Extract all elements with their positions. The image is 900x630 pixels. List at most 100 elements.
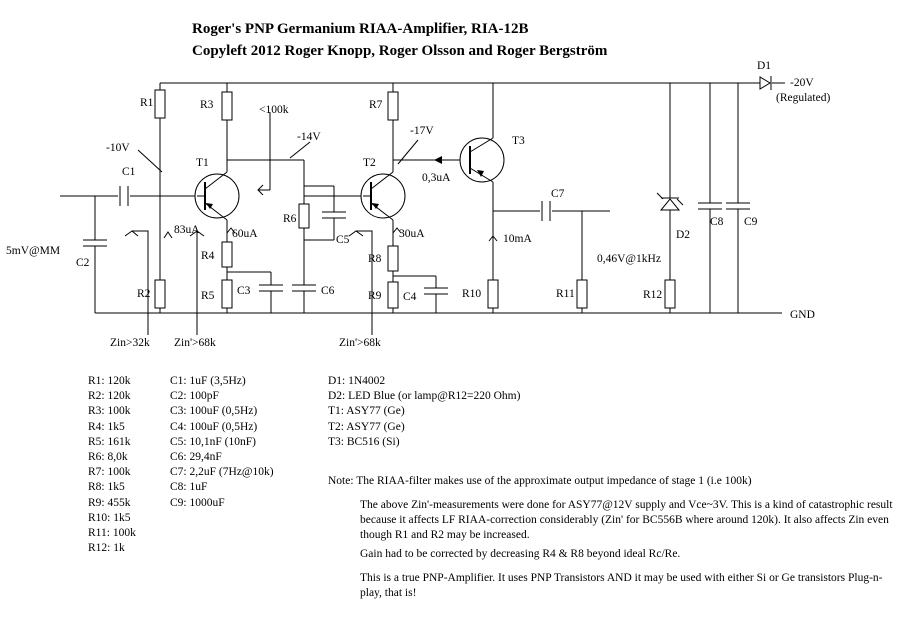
label-r2: R2 [137, 288, 151, 300]
resistor-r6 [298, 203, 310, 229]
label-r6: R6 [283, 213, 297, 225]
transistor-t2 [360, 171, 406, 221]
diode-d1 [759, 76, 772, 90]
label-r10: R10 [462, 288, 481, 300]
list-item: C6: 29,4nF [170, 450, 222, 463]
transistor-t3 [459, 137, 505, 183]
list-item: C4: 100uF (0,5Hz) [170, 420, 258, 433]
zin-arrow-2 [189, 230, 205, 335]
label-c2: C2 [76, 257, 90, 269]
note-paragraph-2: Gain had to be corrected by decreasing R… [360, 548, 681, 560]
capacitor-c1 [119, 186, 129, 206]
capacitor-list: C1: 1uF (3,5Hz) C2: 100pF C3: 100uF (0,5… [170, 374, 274, 511]
label-c3: C3 [237, 285, 251, 297]
list-item: R8: 1k5 [88, 481, 125, 494]
resistor-r1 [154, 89, 166, 119]
label-r8: R8 [368, 253, 382, 265]
list-item: R3: 100k [88, 405, 131, 418]
marker-10v [137, 149, 163, 173]
list-item: D1: 1N4002 [328, 375, 386, 387]
label-i30: 30uA [399, 228, 425, 240]
marker-14v [289, 141, 311, 159]
capacitor-c2 [83, 196, 107, 313]
arrow-83ua [163, 231, 173, 239]
label-d2: D2 [676, 229, 690, 241]
resistor-r5 [221, 279, 233, 309]
label-r5: R5 [201, 290, 215, 302]
list-item: C1: 1uF (3,5Hz) [170, 375, 246, 387]
list-item: R4: 1k5 [88, 420, 125, 433]
label-c1: C1 [122, 166, 136, 178]
label-c5: C5 [336, 234, 350, 246]
label-r4: R4 [201, 250, 215, 262]
capacitor-c8 [698, 83, 722, 313]
zin-arrow-3 [348, 230, 373, 335]
label-c7: C7 [551, 188, 565, 200]
list-item: R1: 120k [88, 375, 131, 387]
marker-17v [397, 139, 419, 165]
label-v14: -14V [297, 131, 321, 143]
note-paragraph-1: The above Zin'-measurements were done fo… [360, 499, 893, 542]
list-item: C9: 1000uF [170, 496, 225, 509]
label-c4: C4 [403, 291, 417, 303]
list-item: C7: 2,2uF (7Hz@10k) [170, 466, 274, 479]
label-r3: R3 [200, 99, 214, 111]
label-r9: R9 [368, 290, 382, 302]
title-line-2: Copyleft 2012 Roger Knopp, Roger Olsson … [192, 43, 608, 59]
label-r11: R11 [556, 288, 575, 300]
resistor-r9 [387, 281, 399, 309]
label-lt100k: <100k [259, 104, 289, 116]
list-item: C2: 100pF [170, 390, 219, 403]
list-item: R12: 1k [88, 542, 125, 555]
list-item: T2: ASY77 (Ge) [328, 420, 405, 433]
list-item: R7: 100k [88, 466, 131, 479]
arrow-60ua [226, 227, 236, 234]
label-r1: R1 [140, 97, 154, 109]
label-d1: D1 [757, 60, 771, 72]
note-main: Note: The RIAA-filter makes use of the a… [328, 475, 752, 487]
label-r12: R12 [643, 289, 662, 301]
label-zin1: Zin>32k [110, 337, 150, 349]
list-item: T1: ASY77 (Ge) [328, 405, 405, 418]
list-item: R9: 455k [88, 496, 131, 509]
transistor-t1 [194, 171, 240, 221]
capacitor-c3 [227, 271, 283, 313]
list-item: R11: 100k [88, 526, 136, 539]
capacitor-c9 [726, 83, 750, 313]
label-t1: T1 [196, 157, 209, 169]
capacitor-c7 [541, 201, 551, 221]
list-item: R2: 120k [88, 390, 131, 403]
arrow-10ma [488, 235, 498, 242]
label-i83: 83uA [174, 224, 200, 236]
arrow-base-current [434, 156, 442, 164]
list-item: R6: 8,0k [88, 450, 128, 463]
arrow-30ua [392, 227, 402, 234]
note-paragraph-3: This is a true PNP-Amplifier. It uses PN… [360, 572, 883, 600]
label-r7: R7 [369, 99, 383, 111]
label-c6: C6 [321, 285, 335, 297]
label-zin2: Zin'>68k [174, 337, 216, 349]
title-line-1: Roger's PNP Germanium RIAA-Amplifier, RI… [192, 21, 529, 37]
list-item: R10: 1k5 [88, 511, 131, 524]
label-v10: -10V [106, 142, 130, 154]
resistor-r8 [387, 245, 399, 272]
list-item: C8: 1uF [170, 481, 208, 494]
label-gnd: GND [790, 309, 815, 321]
semiconductor-list: D1: 1N4002 D2: LED Blue (or lamp@R12=220… [328, 374, 520, 450]
resistor-r4 [221, 241, 233, 268]
label-i60: 60uA [232, 228, 258, 240]
label-output: 0,46V@1kHz [597, 253, 661, 265]
arrow-lt100k [257, 112, 271, 196]
zin-arrow-1 [124, 230, 149, 335]
resistor-r3 [221, 91, 233, 121]
label-t2: T2 [363, 157, 376, 169]
resistor-list: R1: 120k R2: 120k R3: 100k R4: 1k5 R5: 1… [88, 374, 136, 556]
capacitor-c5 [304, 185, 346, 241]
capacitor-c6 [292, 284, 316, 313]
label-c8: C8 [710, 216, 724, 228]
resistor-r7 [387, 91, 399, 121]
list-item: R5: 161k [88, 435, 131, 448]
resistor-r10 [487, 279, 499, 309]
resistor-r11 [576, 279, 588, 309]
